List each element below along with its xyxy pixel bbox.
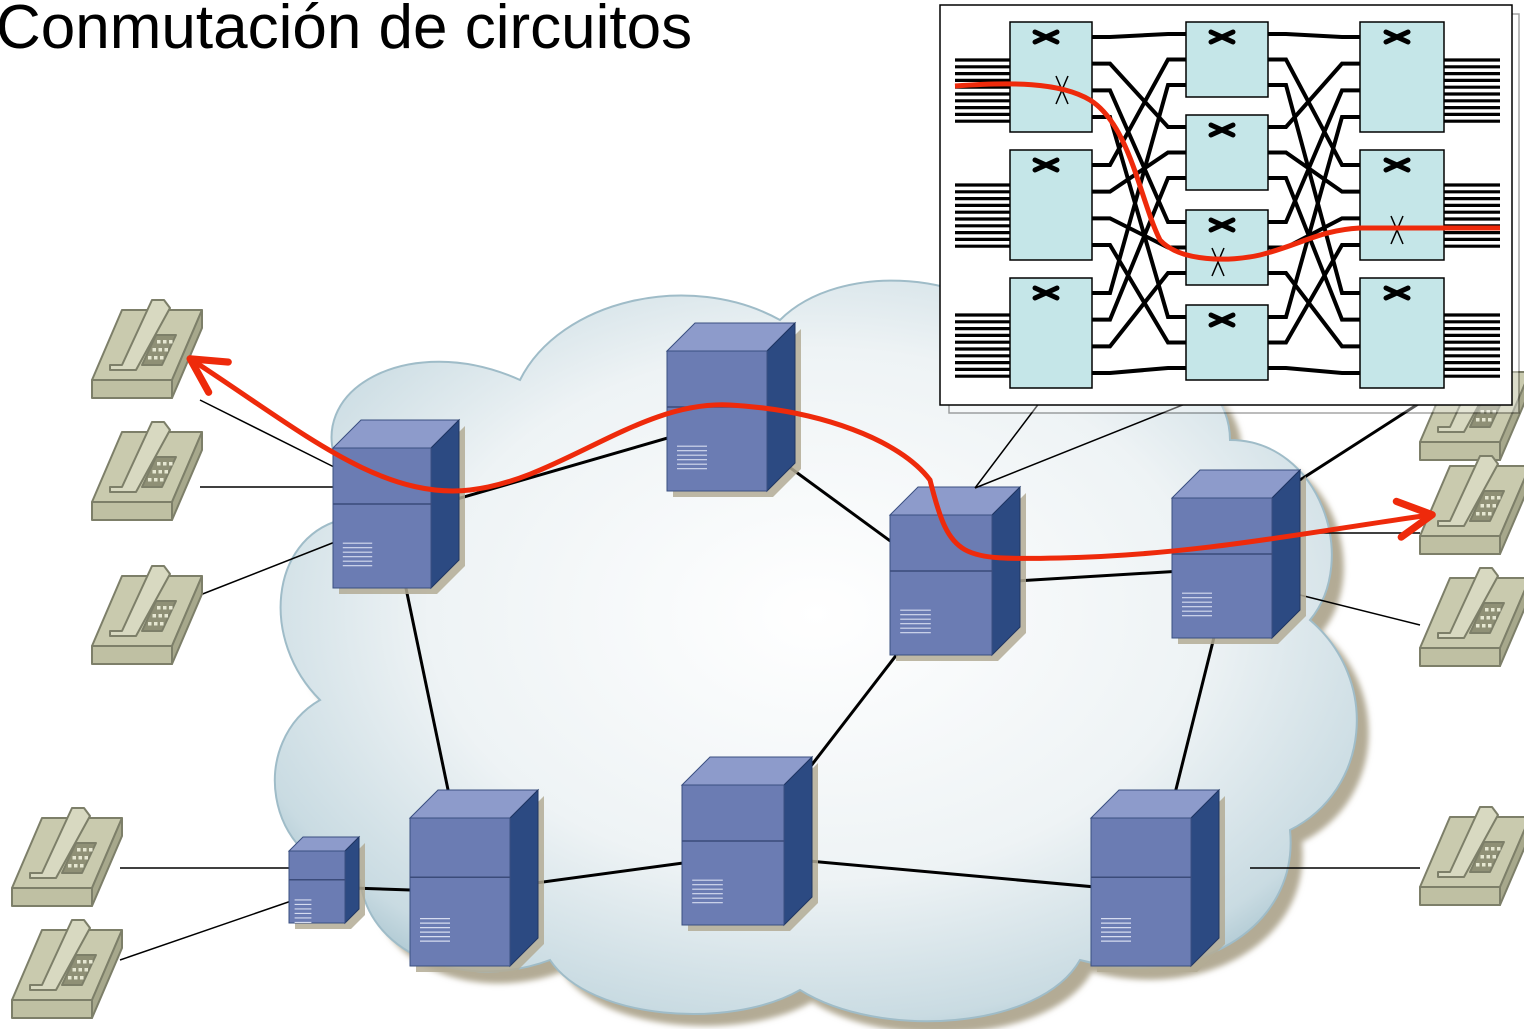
crossbar-stage-2-box-4 (1185, 304, 1269, 381)
crossbar-stage-2-box-2 (1185, 114, 1269, 191)
switches (287, 321, 1306, 972)
phone-left-3 (91, 565, 203, 665)
switch-west (331, 418, 465, 594)
crossbar-stage-3-box-1 (1359, 21, 1445, 133)
crossbar-inset (939, 4, 1520, 414)
switch-east (1170, 468, 1306, 644)
crossbar-stage-1-box-3 (1009, 277, 1093, 389)
switch-center-east (888, 485, 1026, 661)
switch-small (287, 835, 365, 929)
crossbar-icon (1032, 285, 1060, 301)
switch-southeast (1089, 788, 1225, 972)
phone-right-2 (1419, 455, 1524, 555)
phone-left-1 (91, 299, 203, 399)
slide-title: Conmutación de circuitos (0, 0, 693, 62)
telephones (11, 299, 1524, 1019)
crossbar-stage-3-box-3 (1359, 277, 1445, 389)
crossbar-stages (1009, 21, 1445, 389)
phone-left-3-link (199, 539, 341, 596)
phone-left-2 (91, 421, 203, 521)
crossbar-stage-2-box-3 (1185, 209, 1269, 286)
crossbar-circuit-path (954, 81, 1500, 262)
phone-right-4 (1419, 806, 1524, 906)
crossbar-icon (1383, 285, 1411, 301)
crossbar-icon (1208, 217, 1236, 233)
switch-southwest (408, 788, 544, 972)
phone-right-3 (1419, 567, 1524, 667)
circuit-path (186, 355, 1436, 562)
phone-left-5-link (119, 897, 301, 961)
crosspoint-mark-2 (1211, 247, 1225, 277)
phone-left-4 (11, 807, 123, 907)
crossbar-icon (1032, 157, 1060, 173)
phone-left-5 (11, 919, 123, 1019)
crossbar-icon (1383, 29, 1411, 45)
crossbar-icon (1032, 29, 1060, 45)
crossbar-icon (1383, 157, 1411, 173)
crossbar-stage-1-box-2 (1009, 149, 1093, 261)
crossbar-icon (1208, 29, 1236, 45)
switch-south (680, 755, 818, 931)
crossbar-stage-2-box-1 (1185, 21, 1269, 98)
crossbar-icon (1208, 312, 1236, 328)
phone-right-3-link (1299, 594, 1421, 626)
crossbar-stage-1-box-1 (1009, 21, 1093, 133)
crossbar-icon (1208, 122, 1236, 138)
